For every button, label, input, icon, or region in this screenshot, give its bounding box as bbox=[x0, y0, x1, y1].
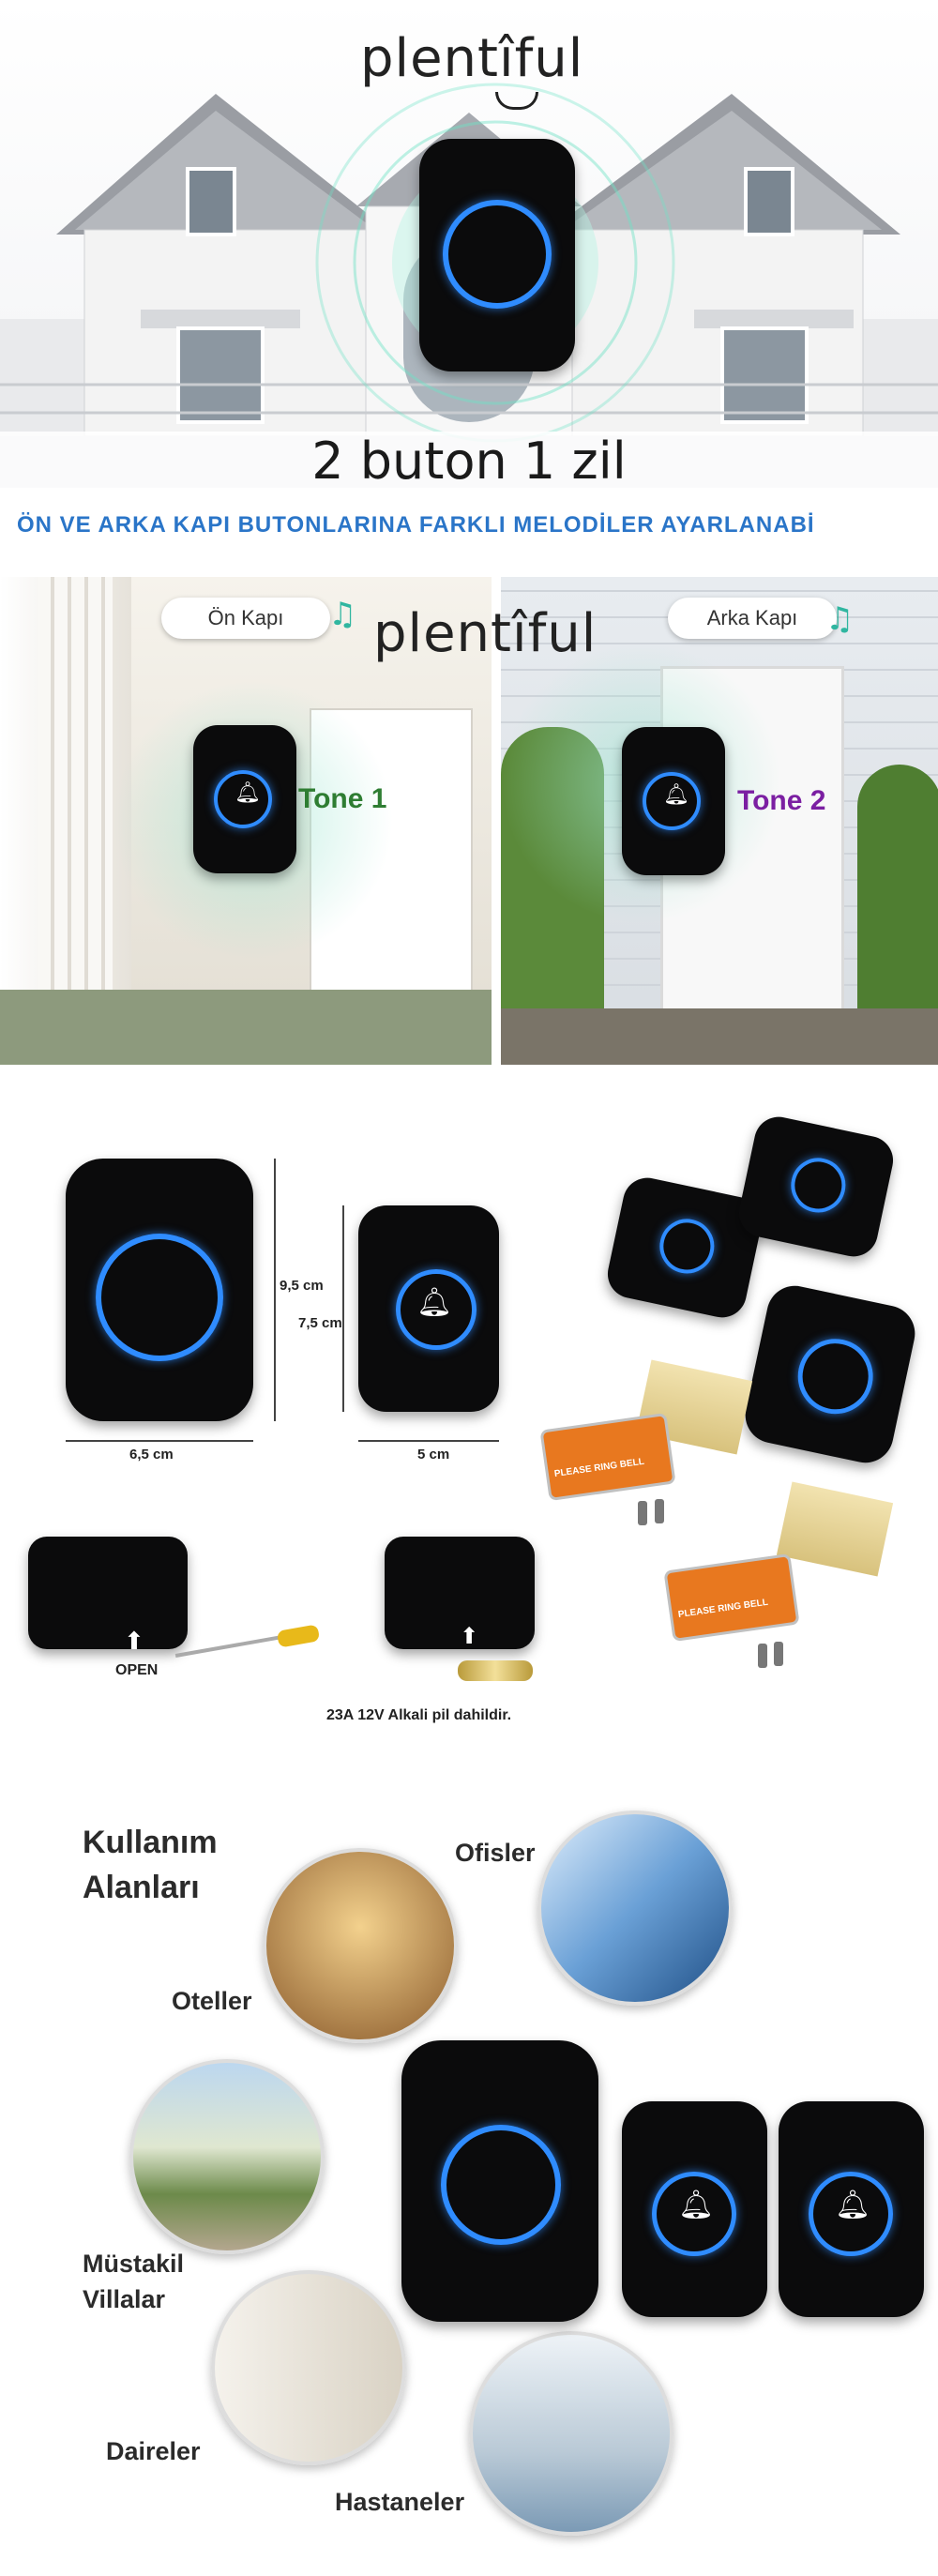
ring-bell-sticker: PLEASE RING BELL bbox=[663, 1553, 800, 1643]
bell-icon: 🔔︎ bbox=[234, 781, 261, 805]
receiver-ring-light bbox=[96, 1234, 223, 1361]
dual-door-section: Ön Kapı Arka Kapı ♫ ♫ plentîful 🔔︎ Tone … bbox=[0, 577, 938, 1065]
button-ring-light bbox=[785, 1153, 851, 1218]
doorbell-ring-light bbox=[443, 200, 552, 309]
button-open-view bbox=[385, 1537, 535, 1649]
apartments-label: Daireler bbox=[106, 2437, 201, 2465]
offices-label: Ofisler bbox=[455, 1839, 536, 1867]
adhesive-pad bbox=[776, 1481, 894, 1577]
open-label: OPEN bbox=[115, 1662, 159, 1678]
brand-logo: plentîful bbox=[360, 28, 584, 89]
door-button-front: 🔔︎ bbox=[193, 725, 296, 873]
kit-button-2 bbox=[734, 1112, 898, 1262]
sticker-text: PLEASE RING BELL bbox=[553, 1456, 645, 1480]
usage-receiver bbox=[401, 2040, 598, 2322]
music-note-icon: ♫ bbox=[825, 600, 855, 638]
feature-banner: ÖN VE ARKA KAPI BUTONLARINA FARKLI MELOD… bbox=[17, 512, 815, 538]
hotels-label: Oteller bbox=[172, 1987, 252, 2015]
back-door-photo bbox=[501, 577, 938, 1065]
receiver-ring-light bbox=[791, 1331, 881, 1421]
tone-1-label: Tone 1 bbox=[298, 783, 387, 814]
width-small-label: 5 cm bbox=[417, 1447, 450, 1462]
bell-icon: 🔔︎ bbox=[663, 783, 689, 807]
bell-icon: 🔔︎ bbox=[835, 2189, 871, 2221]
back-door-label: Arka Kapı bbox=[668, 598, 837, 639]
arrow-up-icon: ⬆ bbox=[460, 1623, 479, 1649]
dimension-line-horizontal bbox=[358, 1440, 499, 1442]
button-ring-light bbox=[652, 2172, 736, 2256]
banner-strip: ÖN VE ARKA KAPI BUTONLARINA FARKLI MELOD… bbox=[0, 488, 938, 563]
receiver-ring-light bbox=[441, 2125, 561, 2245]
width-large-label: 6,5 cm bbox=[129, 1447, 174, 1462]
screwdriver-handle bbox=[276, 1624, 321, 1648]
dimension-line-vertical bbox=[274, 1159, 276, 1421]
screw-icon bbox=[774, 1642, 783, 1666]
usage-button-1: 🔔︎ bbox=[622, 2101, 767, 2317]
button-ring-light bbox=[396, 1269, 477, 1350]
button-ring-light bbox=[654, 1214, 719, 1279]
screw-icon bbox=[655, 1499, 664, 1523]
button-ring-light bbox=[214, 770, 272, 828]
button-bottom-view bbox=[28, 1537, 188, 1649]
hero-caption: 2 buton 1 zil bbox=[0, 432, 938, 491]
hotel-image bbox=[263, 1848, 458, 2043]
column-fluting bbox=[38, 577, 113, 1065]
brand-logo: plentîful bbox=[373, 603, 598, 664]
apartment-image bbox=[211, 2270, 406, 2465]
height-large-label: 9,5 cm bbox=[280, 1278, 324, 1294]
dimension-line-vertical bbox=[342, 1205, 344, 1412]
arrow-up-icon: ⬆ bbox=[124, 1628, 144, 1656]
tone-2-label: Tone 2 bbox=[737, 785, 826, 816]
music-note-icon: ♫ bbox=[328, 596, 357, 633]
hero-section: plentîful 2 buton 1 zil bbox=[0, 0, 938, 491]
front-door-label: Ön Kapı bbox=[161, 598, 330, 639]
hospital-image bbox=[469, 2331, 673, 2536]
ground bbox=[501, 1008, 938, 1065]
battery-icon bbox=[458, 1660, 533, 1681]
button-small: 🔔︎ bbox=[358, 1205, 499, 1412]
bell-icon: 🔔︎ bbox=[678, 2189, 715, 2221]
dimension-line-horizontal bbox=[66, 1440, 253, 1442]
hospitals-label: Hastaneler bbox=[335, 2488, 465, 2516]
height-small-label: 7,5 cm bbox=[298, 1315, 342, 1331]
villa-image bbox=[129, 2059, 325, 2254]
ring-bell-sticker: PLEASE RING BELL bbox=[539, 1412, 676, 1502]
sticker-text: PLEASE RING BELL bbox=[677, 1597, 769, 1621]
battery-note: 23A 12V Alkali pil dahildir. bbox=[326, 1707, 512, 1723]
bell-icon: 🔔︎ bbox=[416, 1286, 453, 1319]
usage-areas-section: Kullanım Alanları Oteller Ofisler Müstak… bbox=[0, 1792, 938, 2576]
receiver-large bbox=[66, 1159, 253, 1421]
button-ring-light bbox=[809, 2172, 893, 2256]
usage-heading: Kullanım Alanları bbox=[83, 1825, 218, 1905]
usage-button-2: 🔔︎ bbox=[779, 2101, 924, 2317]
offices-image bbox=[537, 1811, 733, 2006]
kit-receiver bbox=[740, 1280, 920, 1468]
ground bbox=[0, 990, 492, 1065]
product-dimensions-section: 9,5 cm 6,5 cm 7,5 cm 🔔︎ 5 cm PLEASE RING… bbox=[0, 1112, 938, 1754]
screw-icon bbox=[758, 1644, 767, 1668]
screw-icon bbox=[638, 1501, 647, 1525]
doorbell-receiver bbox=[419, 139, 575, 371]
door-button-back: 🔔︎ bbox=[622, 727, 725, 875]
button-ring-light bbox=[643, 772, 701, 830]
villas-label: Müstakil Villalar bbox=[83, 2250, 185, 2313]
